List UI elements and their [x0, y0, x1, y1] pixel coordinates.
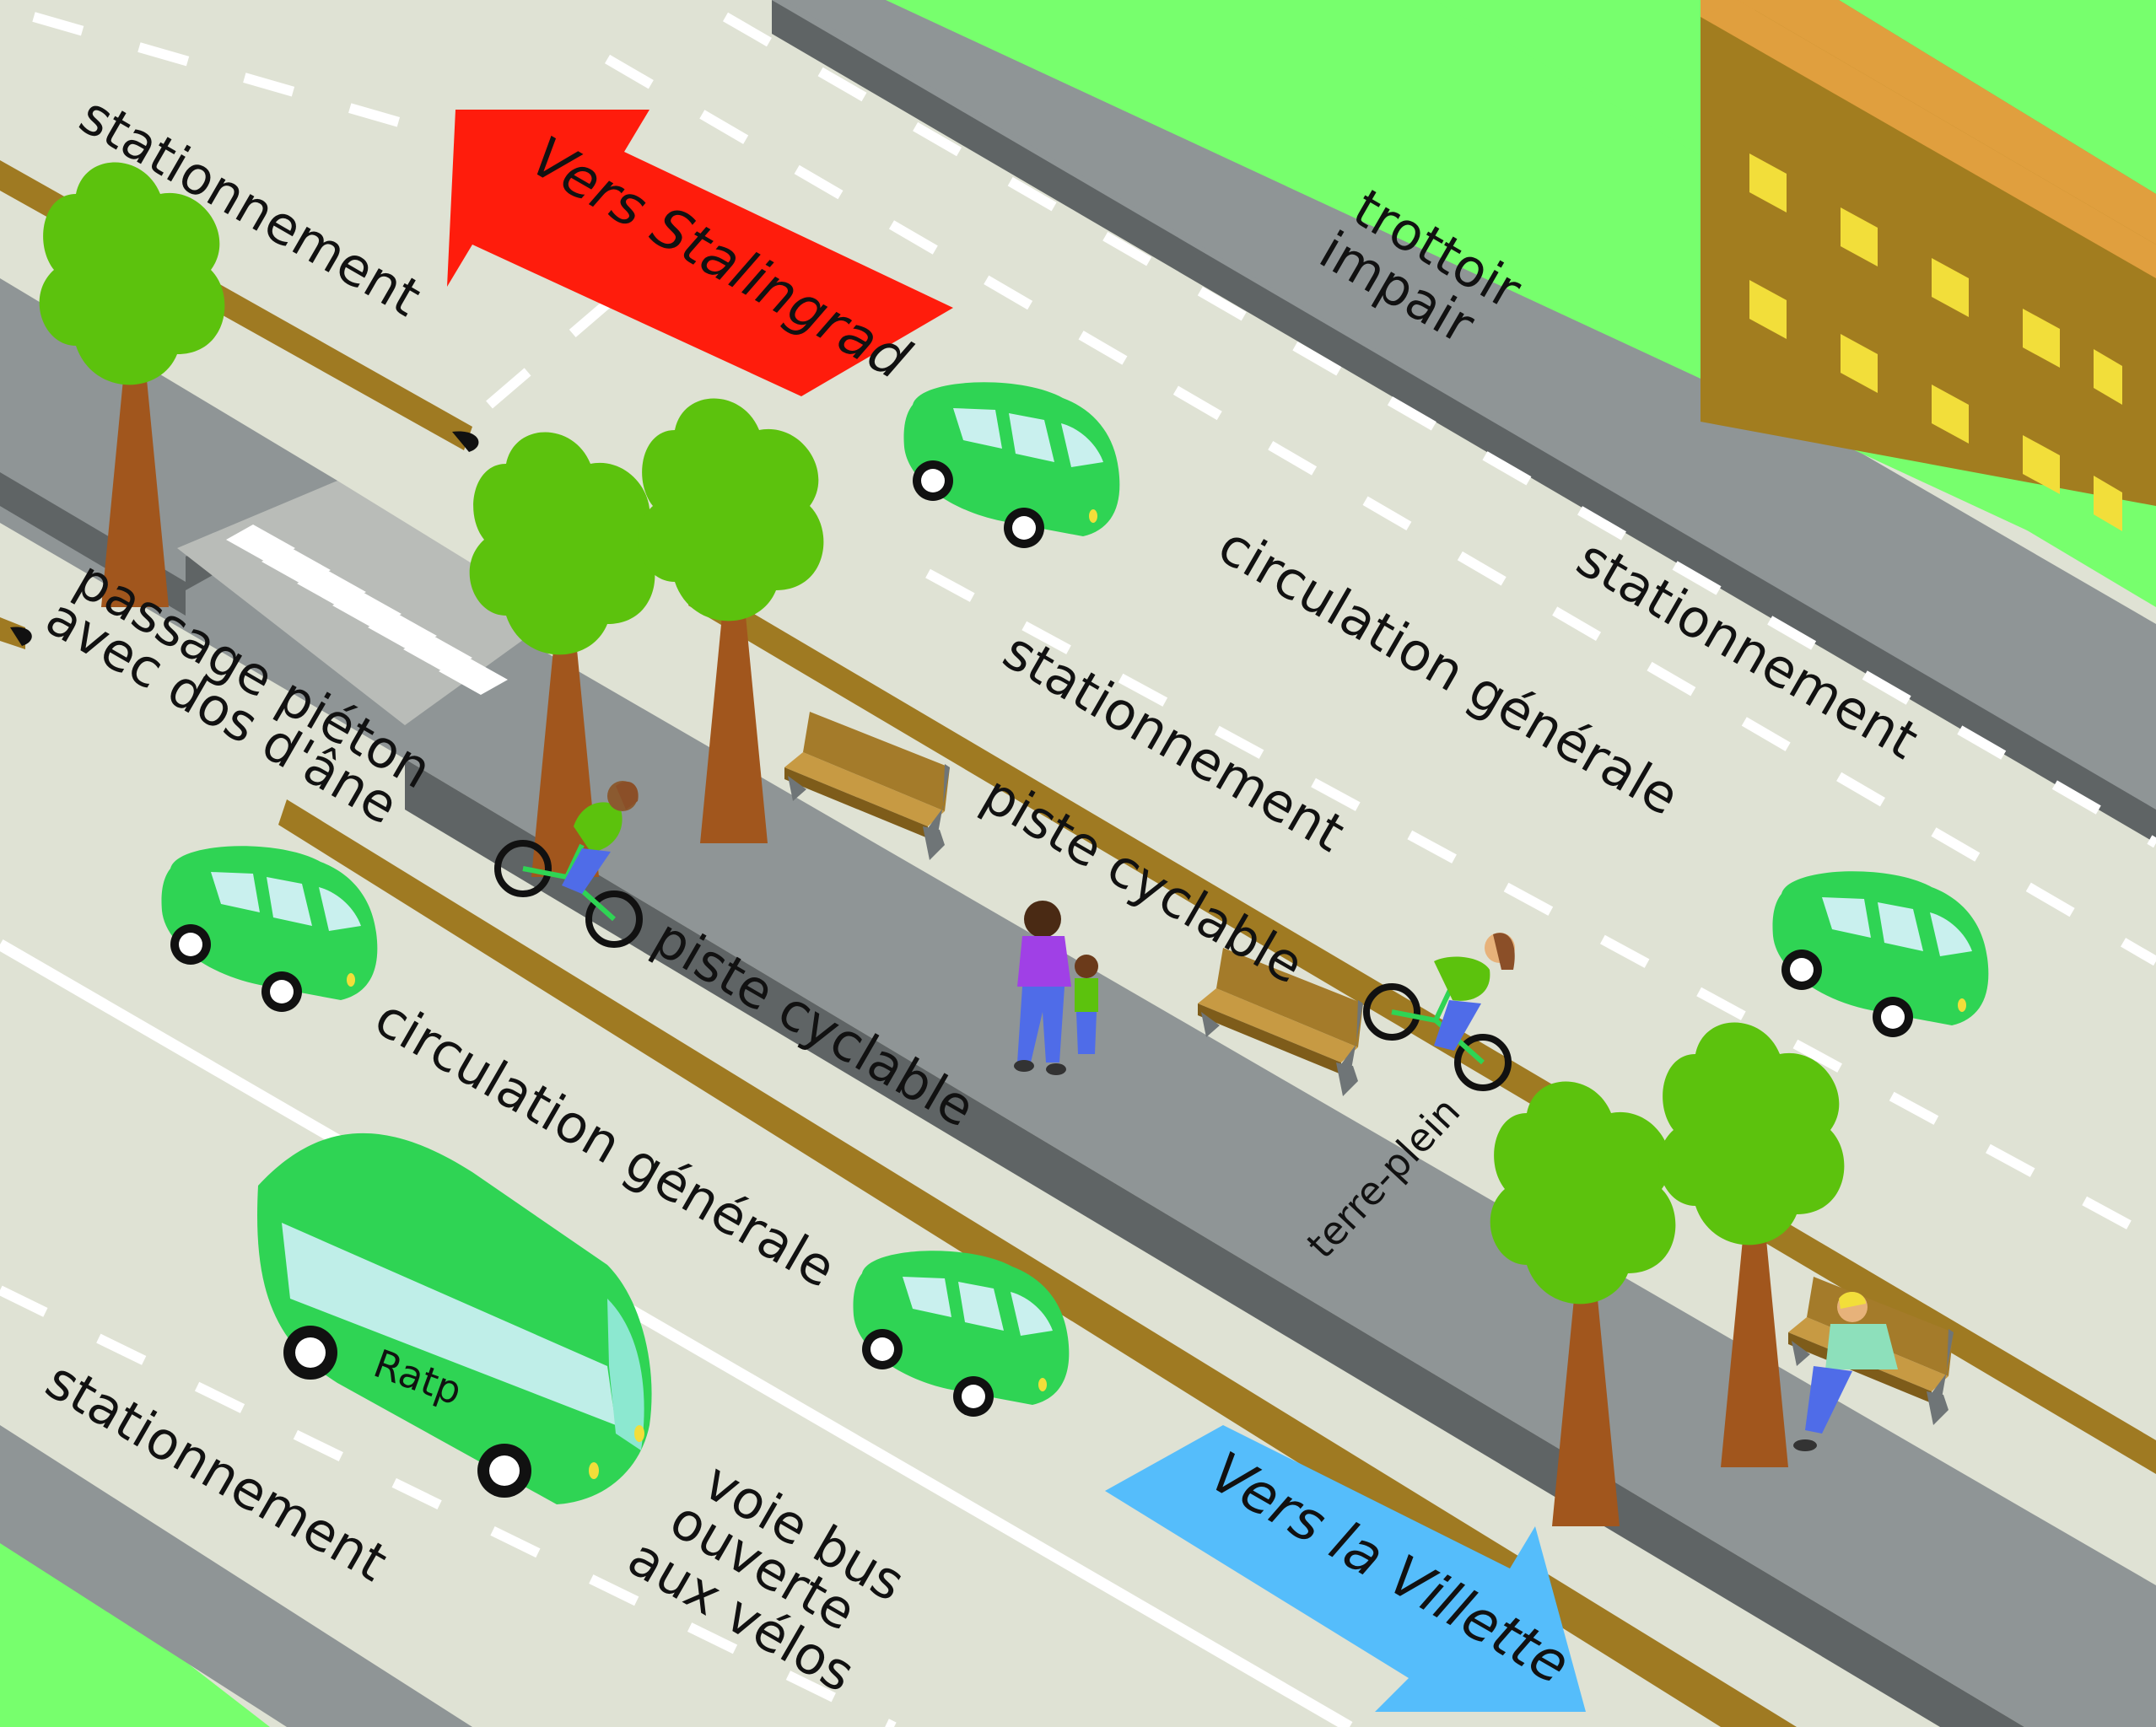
arrow-vers-la-villette [1105, 1425, 1586, 1712]
sidewalk-left [0, 1425, 472, 1727]
lane-markings [0, 12, 2156, 1727]
building-icon [1701, 0, 2156, 531]
bus-icon [257, 1133, 652, 1504]
pedestrian-icon [1014, 901, 1098, 1075]
bus-lane-line [0, 939, 1353, 1727]
cyclist-icon [1363, 933, 1515, 1091]
cyclist-icon [494, 781, 643, 948]
pedestrian-icon [1793, 1292, 1898, 1451]
arrow-icon [447, 110, 1586, 1712]
arrow-vers-stalingrad [447, 110, 953, 396]
